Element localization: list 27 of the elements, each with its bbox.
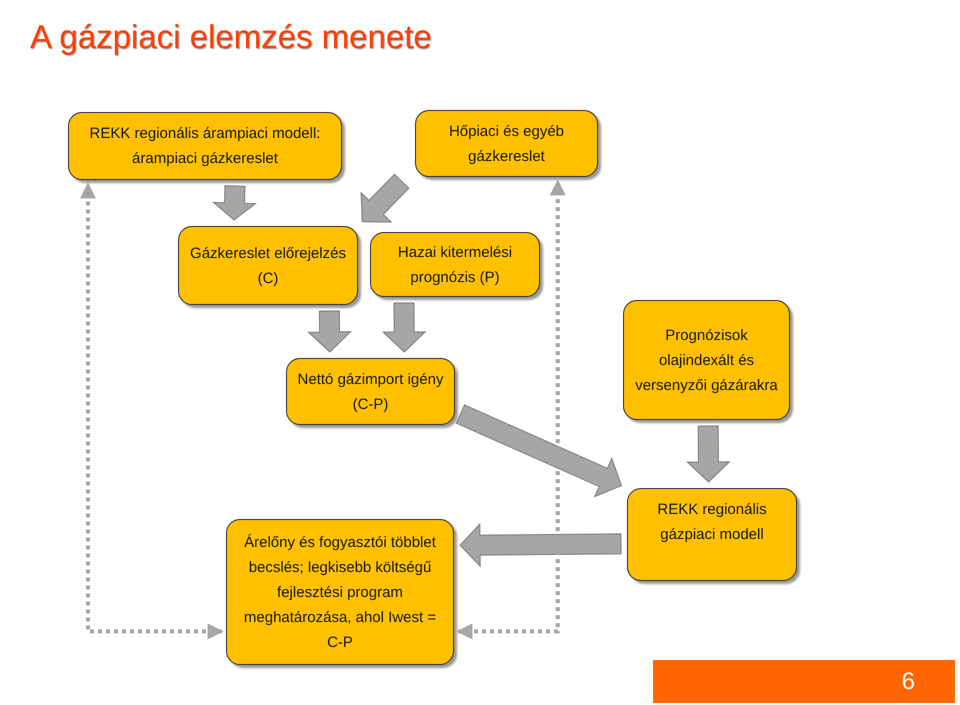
process-box xyxy=(627,488,797,581)
process-box xyxy=(415,110,598,177)
box-text: REKK regionális gázpiaci modell xyxy=(656,500,768,545)
page-number: 6 xyxy=(653,660,955,703)
block-arrow xyxy=(456,404,622,498)
block-arrow xyxy=(382,302,426,353)
process-box xyxy=(370,232,540,297)
slide-title: A gázpiaci elemzés menete xyxy=(30,17,432,57)
dotted-arrow xyxy=(80,182,224,640)
block-arrow xyxy=(360,174,410,223)
process-box xyxy=(68,112,342,180)
box-text: Nettó gázimport igény (C-P) xyxy=(296,370,444,414)
dotted-arrow xyxy=(456,179,566,640)
block-arrow xyxy=(686,425,731,483)
process-box xyxy=(623,300,790,420)
box-text: REKK regionális árampiaci modell: árampiaci gázkereslet xyxy=(88,124,322,169)
block-arrow xyxy=(307,310,352,353)
process-box xyxy=(286,358,455,425)
box-text: Hazai kitermelési prognózis (P) xyxy=(396,242,514,288)
block-arrow xyxy=(212,185,257,221)
box-text: Prognózisok olajindexált és versenyzői gázárakra xyxy=(634,326,779,396)
process-box xyxy=(226,519,454,665)
process-box xyxy=(178,226,358,305)
box-text: Hőpiaci és egyéb gázkereslet xyxy=(448,122,566,166)
box-text: Gázkereslet előrejelzés (C) xyxy=(189,244,347,288)
box-text: Árelőny és fogyasztói többlet becslés; legkisebb költségű fejlesztési program meghatározása, ahol Iwest = C-P xyxy=(242,532,438,652)
block-arrow xyxy=(459,522,622,568)
